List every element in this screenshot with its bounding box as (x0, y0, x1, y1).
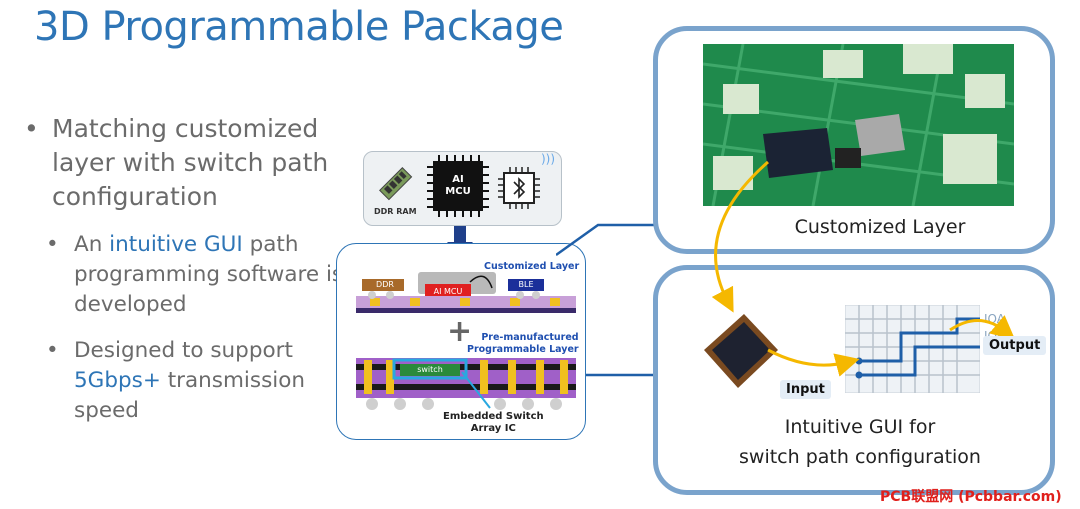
bullet-text: Designed to support (74, 338, 293, 363)
gui-caption-1: Intuitive GUI for (784, 416, 936, 438)
customized-layer-tag: Customized Layer (484, 261, 580, 272)
bluetooth-chip-icon (498, 167, 540, 209)
bullet-dot: • (46, 338, 59, 363)
gui-caption: Intuitive GUI for switch path configurat… (700, 412, 1020, 472)
embedded-switch-label: Embedded Switch Array IC (443, 411, 544, 435)
switch-tag: switch (417, 365, 443, 374)
ai-mcu-label-2: MCU (445, 186, 471, 197)
bullet-highlight: intuitive GUI (109, 232, 243, 257)
pre-label-2: Programmable Layer (467, 344, 579, 355)
pre-label-1: Pre-manufactured (481, 332, 579, 343)
ddr-tag: DDR (376, 280, 394, 289)
switch-ic-chip (704, 314, 778, 388)
pre-manufactured-label: Pre-manufactured Programmable Layer (467, 332, 579, 356)
switch-grid-gui (845, 305, 980, 393)
ai-mcu-chip: AI MCU (433, 161, 483, 211)
package-layers-illustration (356, 272, 576, 410)
bullet-text: path programming software is developed (74, 232, 344, 317)
output-label: Output (983, 336, 1047, 355)
bullet-main-text: Matching customized layer with switch pa… (52, 114, 329, 211)
ddr-ram-label: DDR RAM (374, 207, 417, 216)
bullet-dot: • (46, 232, 59, 257)
page-title: 3D Programmable Package (34, 4, 564, 50)
plus-icon: + (447, 314, 473, 349)
gui-panel (653, 265, 1055, 495)
ddr-ram-icon (379, 167, 413, 201)
chip-pins-icon (427, 155, 489, 217)
ble-tag: BLE (518, 280, 534, 289)
watermark: PCB联盟网 (Pcbbar.com) (880, 489, 1062, 505)
wireless-signal-icon: ))) (541, 152, 556, 166)
flow-arrows (711, 160, 1016, 377)
bullet-list: • Matching customized layer with switch … (24, 112, 344, 426)
ai-mcu-tag: AI MCU (433, 287, 463, 296)
gui-caption-2: switch path configuration (739, 446, 981, 468)
bullet-highlight: 5Gbps+ (74, 368, 161, 393)
customized-layer-panel (653, 26, 1055, 254)
pcb-photo (703, 44, 1014, 206)
ai-mcu-label-1: AI (452, 174, 464, 185)
bullet-main: • Matching customized layer with switch … (24, 112, 344, 214)
bullet-text: An (74, 232, 110, 257)
embedded-label-1: Embedded Switch (443, 411, 544, 422)
bullet-sub-gui: • An intuitive GUI path programming soft… (24, 230, 344, 320)
connector-lines (556, 223, 654, 377)
customized-layer-caption: Customized Layer (794, 216, 966, 238)
bullet-dot: • (24, 114, 39, 143)
bullet-sub-speed: • Designed to support 5Gbps+ transmissio… (24, 336, 344, 426)
embedded-label-2: Array IC (470, 423, 516, 434)
input-label: Input (780, 380, 831, 399)
bullet-text: transmission speed (74, 368, 306, 423)
